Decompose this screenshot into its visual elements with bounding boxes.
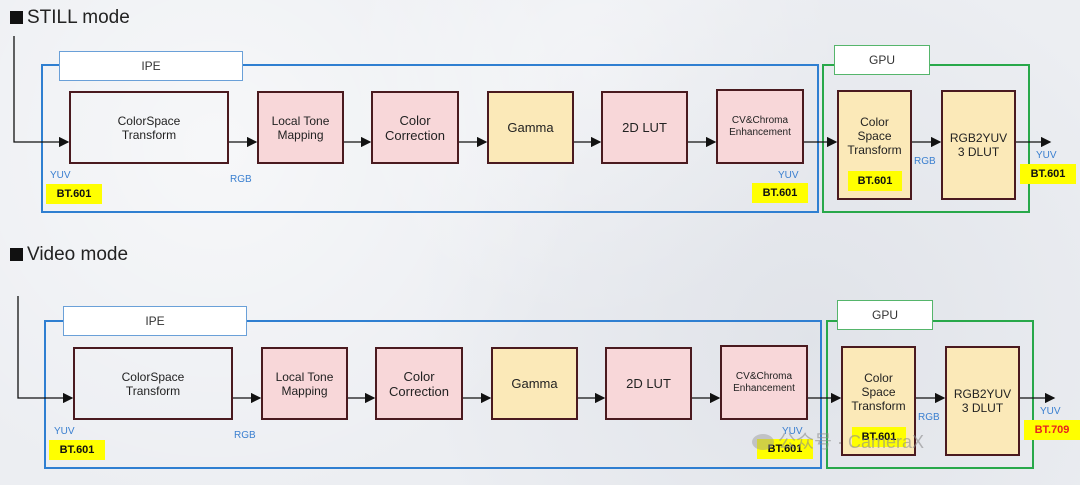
video-mode-section: Video mode IPE GPU ColorSpace Transform …: [0, 243, 1080, 485]
bt-tag-input: BT.601: [49, 440, 105, 460]
gamma-block: Gamma: [491, 347, 578, 420]
local-tone-mapping-block: Local Tone Mapping: [261, 347, 348, 420]
color-correction-block: Color Correction: [375, 347, 463, 420]
gpu-label: GPU: [834, 45, 930, 75]
cv-chroma-enhancement-block: CV&Chroma Enhancement: [720, 345, 808, 420]
cs-label-yuv-ipe-out: YUV: [778, 170, 799, 181]
2d-lut-block: 2D LUT: [605, 347, 692, 420]
rgb2yuv-3dlut-block: RGB2YUV 3 DLUT: [941, 90, 1016, 200]
cs-label-yuv-in: YUV: [54, 426, 75, 437]
cs-label-rgb: RGB: [234, 430, 256, 441]
ipe-label: IPE: [63, 306, 247, 336]
colorspace-transform-block: ColorSpace Transform: [69, 91, 229, 164]
bt-tag-ipe-out: BT.601: [757, 439, 813, 459]
ipe-frame: [44, 320, 822, 469]
wechat-icon: [752, 434, 774, 450]
cs-label-yuv-in: YUV: [50, 170, 71, 181]
2d-lut-block: 2D LUT: [601, 91, 688, 164]
still-mode-title-text: STILL mode: [27, 7, 130, 28]
cv-chroma-enhancement-block: CV&Chroma Enhancement: [716, 89, 804, 164]
input-wire: [13, 36, 70, 148]
gamma-block: Gamma: [487, 91, 574, 164]
bt-tag-gpu-cst: BT.601: [852, 427, 906, 447]
bt-tag-output: BT.709: [1024, 420, 1080, 440]
cs-label-rgb-gpu: RGB: [918, 412, 940, 423]
watermark: 公众号 · CameraX: [752, 428, 924, 454]
color-correction-block: Color Correction: [371, 91, 459, 164]
bt-tag-ipe-out: BT.601: [752, 183, 808, 203]
video-mode-title-text: Video mode: [27, 244, 129, 265]
square-bullet-icon: [10, 11, 23, 24]
still-wires: [13, 36, 1052, 148]
bt-tag-gpu-cst: BT.601: [848, 171, 902, 191]
ipe-label: IPE: [59, 51, 243, 81]
bt-tag-output: BT.601: [1020, 164, 1076, 184]
still-mode-title: STILL mode: [10, 7, 130, 29]
input-wire: [17, 296, 74, 404]
cs-label-yuv-out: YUV: [1040, 406, 1061, 417]
rgb2yuv-3dlut-block: RGB2YUV 3 DLUT: [945, 346, 1020, 456]
cs-label-yuv-ipe-out: YUV: [782, 426, 803, 437]
square-bullet-icon: [10, 248, 23, 261]
cs-label-rgb: RGB: [230, 174, 252, 185]
colorspace-transform-block: ColorSpace Transform: [73, 347, 233, 420]
gpu-label: GPU: [837, 300, 933, 330]
local-tone-mapping-block: Local Tone Mapping: [257, 91, 344, 164]
cs-label-yuv-out: YUV: [1036, 150, 1057, 161]
watermark-text: 公众号 · CameraX: [778, 432, 925, 452]
cs-label-rgb-gpu: RGB: [914, 156, 936, 167]
bt-tag-input: BT.601: [46, 184, 102, 204]
still-mode-section: STILL mode IPE GPU ColorSpace Transform …: [0, 0, 1080, 242]
ipe-frame: [41, 64, 819, 213]
video-wires: [17, 296, 1056, 404]
video-mode-title: Video mode: [10, 244, 128, 266]
